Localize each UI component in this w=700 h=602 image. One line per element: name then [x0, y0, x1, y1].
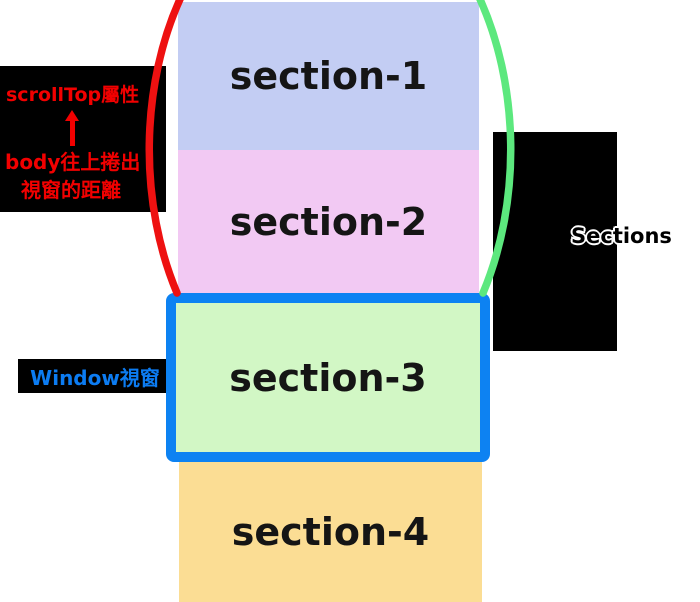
scrolltop-desc-line1: body往上捲出 [5, 150, 141, 174]
section-1-block: section-1 [178, 2, 479, 150]
section-2-block: section-2 [178, 150, 479, 293]
section-1-label: section-1 [229, 54, 428, 98]
section-3-label: section-3 [229, 355, 427, 400]
section-4-block: section-4 [179, 462, 482, 602]
scrolltop-annotation: scrollTop屬性 body往上捲出 視窗的距離 [0, 66, 166, 212]
up-arrow-icon [64, 110, 80, 146]
sections-annotation: Sections [493, 132, 673, 351]
sections-annotation-label: Sections [570, 223, 674, 250]
scrolltop-title: scrollTop屬性 [6, 84, 140, 106]
section-2-label: section-2 [229, 199, 428, 244]
window-annotation: Window視窗 [18, 359, 172, 393]
window-viewport-box: section-3 [166, 293, 490, 462]
section-4-label: section-4 [231, 510, 430, 554]
window-annotation-label: Window視窗 [30, 365, 160, 390]
scrolltop-desc-line2: 視窗的距離 [21, 178, 121, 202]
